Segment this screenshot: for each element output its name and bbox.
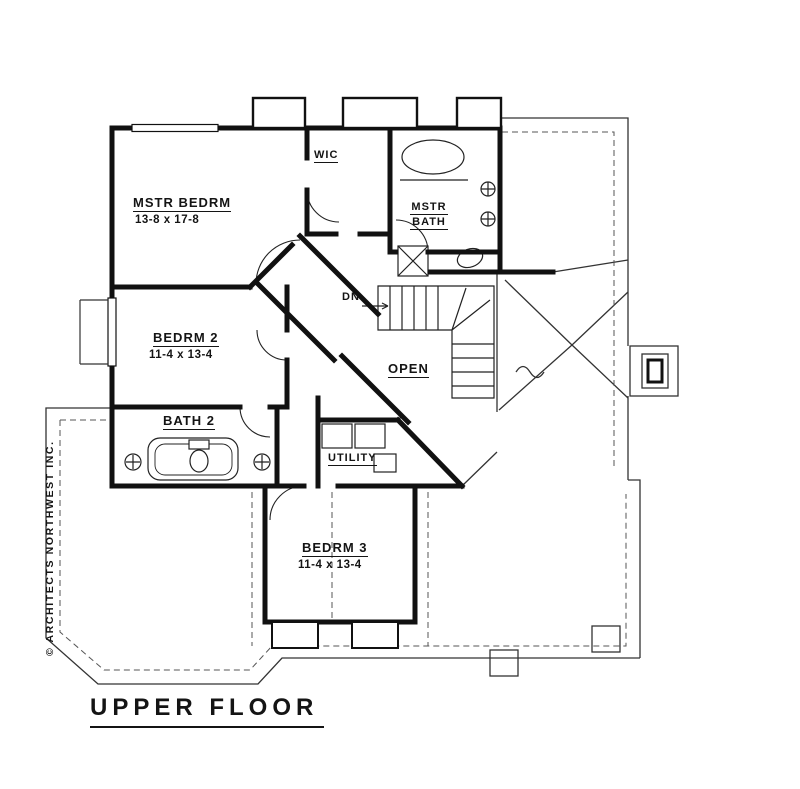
bedrm2-label: BEDRM 2 [153,330,219,348]
window-bump-1 [251,96,307,130]
utility-sink [373,453,397,473]
open-label: OPEN [388,361,429,379]
bedrm2-dims: 11-4 x 13-4 [149,349,213,361]
bath2-sink-right-cross [255,455,269,469]
washer [321,423,353,449]
bath2-toilet-bowl [189,449,209,473]
wic-label: WIC [314,149,339,164]
roof-dashed-lines [59,131,627,671]
mstr-bedrm-door-arc [255,239,301,285]
chimney [629,345,679,397]
wic-door-arc [306,189,340,223]
bedrm2-window-bay [79,299,108,365]
window-bump-3 [455,96,503,130]
bath2-door-arc [239,406,271,438]
stair-dn-arrow [362,302,389,310]
mstr-bath-label-line1: MSTR [410,201,448,216]
copyright-text: © ARCHITECTS NORTHWEST INC. [44,440,56,656]
mstr-bedrm-top-window [131,123,219,133]
bedrm3-label: BEDRM 3 [302,540,368,558]
roof-right-edge [502,117,641,658]
stair-treads-top-run [389,286,439,330]
wall-mstr-bedrm-bottom [109,241,296,291]
stair-outline [377,285,495,399]
bedrm3-window-1 [271,621,319,649]
windows [79,96,503,649]
stair-treads-right-run [452,343,494,387]
mstr-bath-tub [401,139,465,175]
stair-void-boundary [461,272,498,487]
wall-bath2 [109,404,280,489]
mstr-bedrm-label: MSTR BEDRM [133,195,232,213]
bedrm3-window-2 [351,621,399,649]
bath2-label: BATH 2 [163,413,215,431]
shower-x-box [397,245,429,277]
bath2-sink-left-cross [126,455,140,469]
bedrm2-left-window [107,297,117,367]
fixtures [124,139,496,481]
top-window-bumps [251,96,503,130]
window-bump-2 [341,96,419,130]
bedrm3-window-bumps [271,621,399,649]
plan-title: UPPER FLOOR [90,694,325,728]
wall-hall-diagonals [252,232,412,426]
bedrm2-door-arc [256,329,288,361]
walls [109,125,556,625]
mstr-bedrm-dims: 13-8 x 17-8 [135,214,200,226]
mstr-bath-toilet [456,247,484,269]
bedrm3-dims: 11-4 x 13-4 [298,559,362,571]
mstr-bath-sink-2-cross [481,212,495,226]
bedrm3-door-arc [269,485,305,521]
roof-bottom-edge [45,407,640,685]
door-arcs [239,189,429,521]
roof-outline [45,117,641,685]
dryer [354,423,386,449]
wall-wic [304,125,393,255]
roof-hip-lines [498,259,629,411]
mstr-bath-sink-1-cross [481,182,495,196]
roof-vent-2 [489,649,519,677]
utility-label: UTILITY [328,452,377,467]
stairs [362,285,495,399]
wall-utility [315,395,466,490]
mstr-bath-label-line2: BATH [410,216,448,231]
roof-break-squiggle [515,365,545,379]
bath2-toilet-tank [188,439,210,450]
stairs-dn-label: DN [342,291,360,303]
roof-vent-1 [591,625,621,653]
stair-winders [451,287,491,331]
wall-bedrm3 [262,483,418,625]
